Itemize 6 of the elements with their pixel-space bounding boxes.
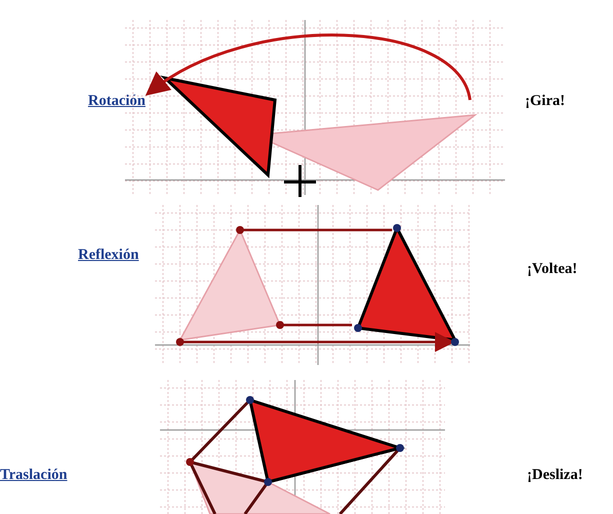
link-text: Traslación xyxy=(0,467,68,484)
exclamation-text: ¡Voltea! xyxy=(527,261,578,278)
link-text: Reflexión xyxy=(78,247,139,264)
exclamation-text: ¡Gira! xyxy=(525,93,565,110)
exclamation-text: ¡Desliza! xyxy=(527,467,583,484)
link-text: Rotación xyxy=(88,93,146,110)
